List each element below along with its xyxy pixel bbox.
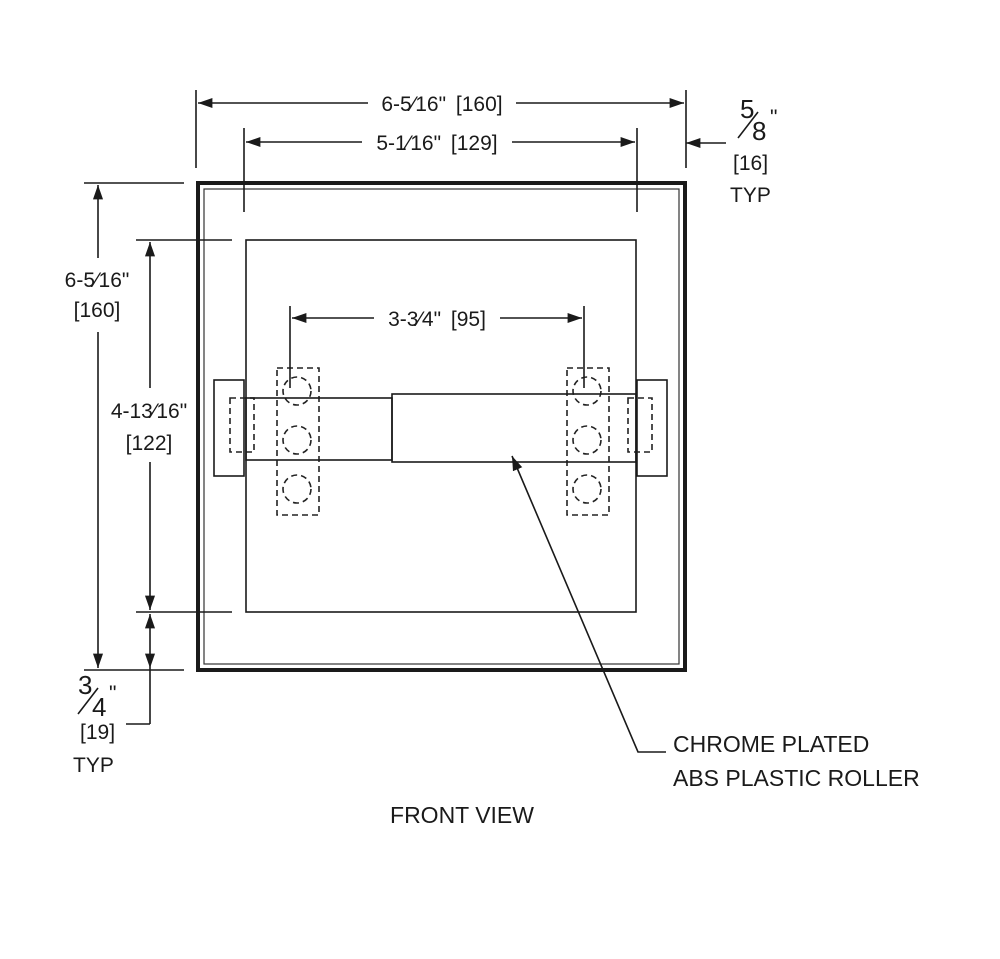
svg-text:5-1⁄16" [129]: 5-1⁄16" [129] — [376, 132, 497, 155]
bottom-flange-frac-top: 3 — [78, 670, 92, 700]
inner-height-dimension: 4-13⁄16" [122] — [111, 239, 232, 613]
inner-width-imperial: 5-1⁄16" — [376, 132, 441, 155]
overall-width-dimension: 6-5⁄16" [160] — [195, 90, 687, 168]
right-flange-frac-top: 5 — [740, 94, 754, 124]
right-mounting-bracket — [566, 367, 610, 516]
overall-width-metric: [160] — [456, 93, 503, 116]
overall-height-metric: [160] — [74, 299, 121, 322]
left-spindle-end — [229, 397, 255, 453]
roller-leader-line — [511, 455, 666, 753]
bottom-flange-typ: TYP — [73, 754, 114, 777]
overall-width-imperial: 6-5⁄16" — [381, 93, 446, 116]
mount-spacing-dimension: 3-3⁄4" [95] — [289, 306, 585, 388]
right-flange-metric: [16] — [733, 152, 768, 175]
right-side-tab — [636, 379, 668, 477]
svg-text:6-5⁄16" [160]: 6-5⁄16" [160] — [381, 93, 502, 116]
right-flange-typ: TYP — [730, 184, 771, 207]
roller-callout-line2: ABS PLASTIC ROLLER — [673, 765, 920, 791]
inner-recess — [245, 239, 637, 613]
svg-text:3-3⁄4" [95]: 3-3⁄4" [95] — [388, 308, 486, 331]
bottom-flange-frac-bottom: 4 — [92, 692, 106, 722]
inner-height-imperial: 4-13⁄16" — [111, 400, 187, 423]
bottom-flange-metric: [19] — [80, 721, 115, 744]
bottom-flange-inch-mark: " — [109, 682, 116, 705]
outer-frame — [196, 181, 687, 672]
mount-spacing-imperial: 3-3⁄4" — [388, 308, 441, 331]
right-flange-dimension: 5 8 " [16] TYP — [686, 94, 777, 207]
left-mounting-bracket — [276, 367, 320, 516]
overall-height-dimension: 6-5⁄16" [160] — [65, 182, 184, 671]
inner-height-metric: [122] — [126, 432, 173, 455]
roller-callout-line1: CHROME PLATED — [673, 731, 869, 757]
bottom-flange-dimension: 3 4 " [19] TYP — [73, 614, 156, 777]
right-flange-inch-mark: " — [770, 106, 777, 129]
view-title: FRONT VIEW — [390, 802, 534, 828]
right-spindle-end — [627, 397, 653, 453]
right-flange-frac-bottom: 8 — [752, 116, 766, 146]
overall-height-imperial: 6-5⁄16" — [65, 269, 130, 292]
mount-spacing-metric: [95] — [451, 308, 486, 331]
inner-width-metric: [129] — [451, 132, 498, 155]
left-side-tab — [213, 379, 245, 477]
inner-width-dimension: 5-1⁄16" [129] — [243, 128, 638, 212]
